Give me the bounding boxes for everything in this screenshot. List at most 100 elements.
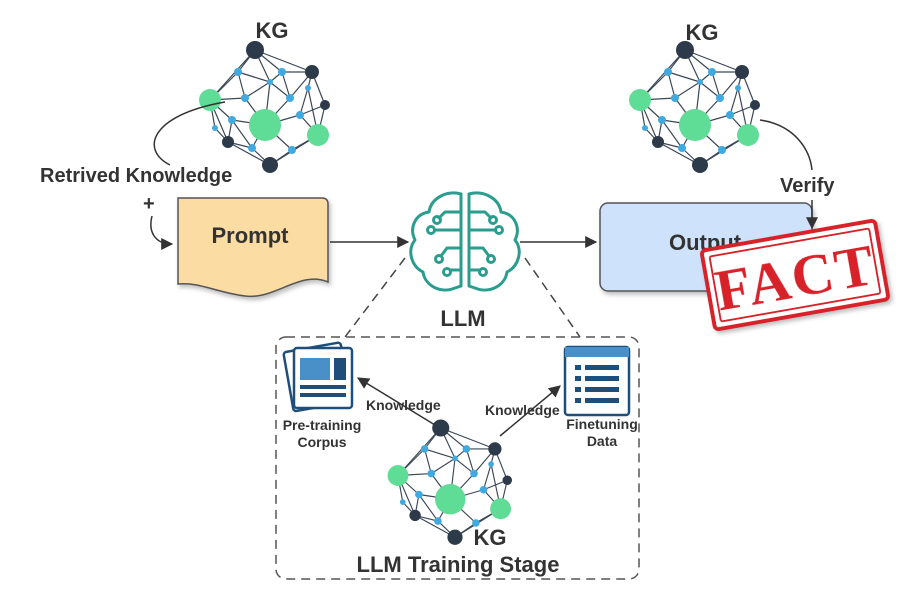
kg-node	[490, 498, 512, 520]
kg-node	[664, 68, 672, 76]
kg-node	[718, 146, 726, 154]
kg-node	[305, 65, 319, 79]
kg-node	[387, 465, 409, 486]
kg-edge	[244, 81, 271, 99]
kg-node	[399, 499, 406, 505]
kg-edge	[699, 81, 721, 99]
llm-dash-left	[344, 257, 406, 338]
kg-label-top-left: KG	[256, 18, 289, 43]
kg-node	[427, 469, 436, 478]
training-stage-label: LLM Training Stage	[357, 552, 560, 577]
kg-edge	[424, 448, 432, 474]
knowledge-arrow-left	[356, 377, 436, 426]
kg-edge	[674, 81, 701, 99]
llm-dash-right	[524, 257, 581, 338]
kg-node	[278, 68, 286, 76]
kg-node	[305, 85, 311, 91]
kg-edge	[465, 448, 475, 474]
kg-node	[488, 442, 502, 456]
kg-graph-bottom	[387, 419, 512, 545]
knowledge-arrow-right	[499, 385, 561, 437]
kg-node	[472, 519, 480, 527]
kg-node	[447, 529, 463, 545]
brain-circuit-icon	[409, 191, 521, 292]
training-stage-box	[275, 336, 640, 580]
kg-edge	[237, 71, 271, 83]
kg-node	[470, 469, 478, 478]
kg-edge	[684, 49, 743, 73]
kg-node	[222, 136, 234, 148]
fact-stamp: FACT	[700, 218, 890, 332]
kg-node	[676, 41, 694, 59]
kg-node	[249, 109, 281, 141]
kg-graph-top-right	[629, 41, 760, 173]
kg-edge	[667, 71, 701, 83]
kg-node	[750, 100, 760, 110]
kg-node	[735, 85, 741, 91]
kg-edge	[418, 494, 439, 522]
kg-node	[735, 65, 749, 79]
list-document-icon	[563, 345, 631, 417]
kg-label-bottom: KG	[474, 525, 507, 550]
kg-node	[716, 94, 724, 102]
kg-node	[288, 146, 296, 154]
document-stack-icon	[282, 341, 354, 413]
kg-edge	[482, 463, 492, 490]
kg-node	[234, 68, 242, 76]
kg-node	[248, 144, 256, 152]
kg-node	[692, 157, 708, 173]
kg-edge	[729, 87, 739, 116]
kg-node	[652, 136, 664, 148]
kg-node	[452, 455, 458, 462]
kg-edge	[667, 71, 676, 99]
kg-edge	[269, 81, 291, 99]
kg-node	[199, 89, 221, 111]
kg-node	[642, 125, 648, 131]
kg-node	[679, 109, 711, 141]
kg-node	[212, 125, 218, 131]
kg-edge	[254, 49, 313, 73]
kg-node	[307, 124, 329, 146]
kg-node	[726, 111, 734, 119]
kg-edge	[281, 71, 291, 99]
kg-node	[737, 124, 759, 146]
kg-graph-top-left	[199, 41, 330, 173]
kg-node	[479, 485, 488, 494]
kg-node	[415, 490, 423, 499]
retrieved-knowledge-label: Retrived Knowledge	[40, 165, 232, 187]
kg-node	[488, 461, 494, 467]
kg-node	[267, 79, 273, 85]
kg-node	[671, 94, 679, 102]
kg-edge	[440, 427, 496, 450]
kg-node	[432, 419, 450, 437]
kg-edge	[454, 457, 475, 475]
kg-node	[434, 517, 442, 525]
kg-edge	[299, 87, 309, 116]
knowledge-label-left: Knowledge	[366, 397, 441, 413]
kg-node	[678, 144, 686, 152]
prompt-label: Prompt	[212, 223, 290, 248]
kg-node	[296, 111, 304, 119]
kg-node	[420, 445, 429, 453]
kg-node	[708, 68, 716, 76]
kg-edge	[661, 119, 683, 149]
kg-edge	[237, 71, 246, 99]
retrieved-knowledge-curve	[153, 101, 226, 166]
kg-edge	[231, 119, 253, 149]
kg-node	[462, 445, 471, 453]
kg-node	[629, 89, 651, 111]
pretraining-label-line2: Corpus	[298, 434, 347, 450]
kg-node	[246, 41, 264, 59]
kg-node	[262, 157, 278, 173]
kg-node	[241, 94, 249, 102]
finetuning-label-line2: Data	[587, 433, 618, 449]
kg-node	[286, 94, 294, 102]
verify-curve	[759, 119, 813, 171]
kg-node	[228, 116, 236, 124]
kg-node	[502, 475, 512, 485]
kg-label-top-right: KG	[686, 20, 719, 45]
kg-node	[658, 116, 666, 124]
retrieved-to-prompt-arrow	[150, 215, 174, 250]
kg-edge	[711, 71, 721, 99]
